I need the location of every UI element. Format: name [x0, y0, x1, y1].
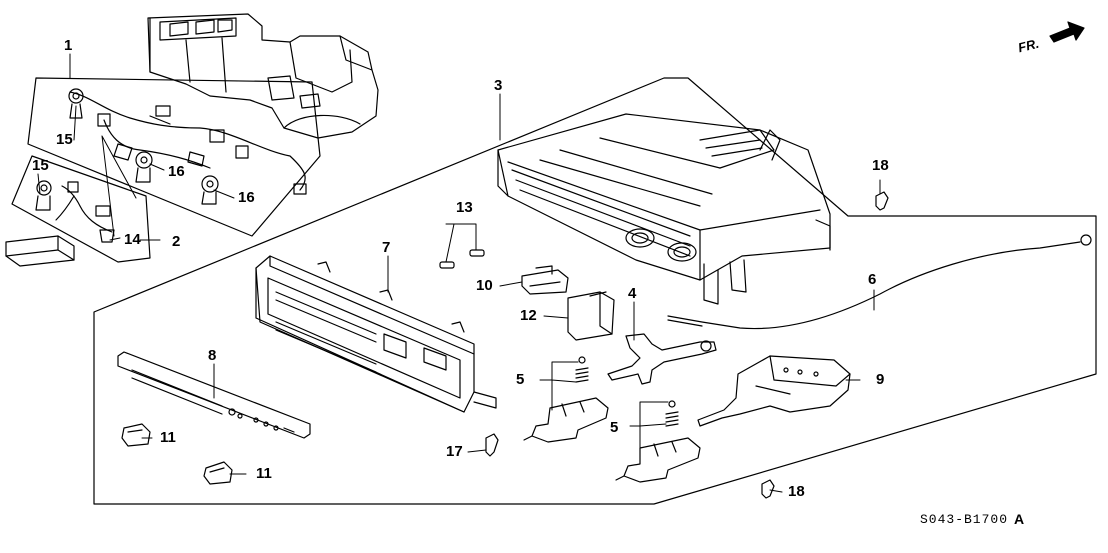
callout-16b: 16: [238, 189, 255, 206]
harness-box-2: [11, 155, 151, 263]
switch-5a: [523, 397, 609, 443]
callout-13: 13: [456, 199, 473, 216]
control-cable: [667, 234, 1092, 330]
callout-18a: 18: [872, 157, 889, 174]
callout-10: 10: [476, 277, 493, 294]
screws: [485, 191, 889, 499]
callout-5a: 5: [516, 371, 525, 388]
assembly-outline: [93, 77, 1097, 505]
callout-9: 9: [876, 371, 885, 388]
button-12: [567, 291, 615, 341]
springs: [575, 356, 679, 427]
callout-15a: 15: [56, 131, 73, 148]
callout-2: 2: [172, 233, 181, 250]
callout-7: 7: [382, 239, 391, 256]
callout-5b: 5: [610, 419, 619, 436]
connector-cover: [5, 235, 75, 267]
callout-11b: 11: [256, 465, 272, 482]
callout-18b: 18: [788, 483, 805, 500]
harness-box-1: [27, 77, 321, 237]
callout-8: 8: [208, 347, 217, 364]
switch-9: [697, 355, 851, 427]
callout-12: 12: [520, 307, 537, 324]
front-direction-arrow: [1049, 21, 1085, 43]
callout-6: 6: [868, 271, 877, 288]
leader-lines: [37, 53, 881, 493]
callout-1: 1: [64, 37, 73, 54]
indicator-strip: [117, 351, 311, 439]
callout-11a: 11: [160, 429, 176, 446]
callout-15b: 15: [32, 157, 49, 174]
button-10: [521, 265, 569, 295]
callout-14: 14: [124, 231, 141, 248]
lever-4: [607, 333, 717, 385]
callout-3: 3: [494, 77, 503, 94]
control-panel-bezel: [255, 255, 497, 413]
callout-16a: 16: [168, 163, 185, 180]
drawing-code: S043-B1700: [920, 512, 1009, 527]
switch-5b: [615, 437, 701, 483]
light-bulbs: [439, 249, 485, 269]
knobs: [121, 423, 233, 485]
callout-4: 4: [628, 285, 637, 302]
control-unit: [497, 113, 831, 305]
callout-17: 17: [446, 443, 463, 460]
drawing-revision: A: [1014, 511, 1025, 527]
duct-housing: [147, 13, 379, 139]
